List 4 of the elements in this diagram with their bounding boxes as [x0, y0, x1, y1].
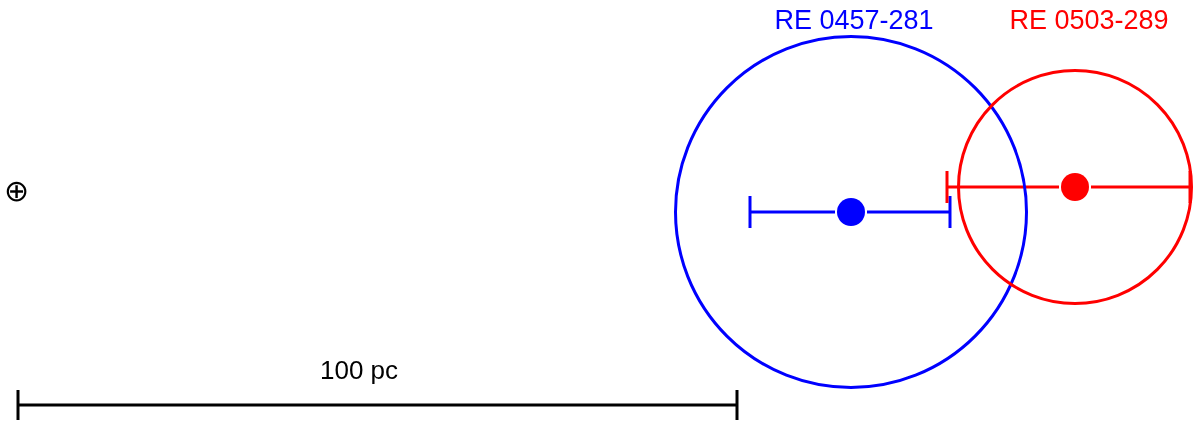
source-label: RE 0457-281 — [774, 7, 934, 34]
source-label: RE 0503-289 — [1009, 7, 1169, 34]
earth-symbol: ⊕ — [4, 176, 29, 206]
scale-label: 100 pc — [320, 357, 399, 383]
